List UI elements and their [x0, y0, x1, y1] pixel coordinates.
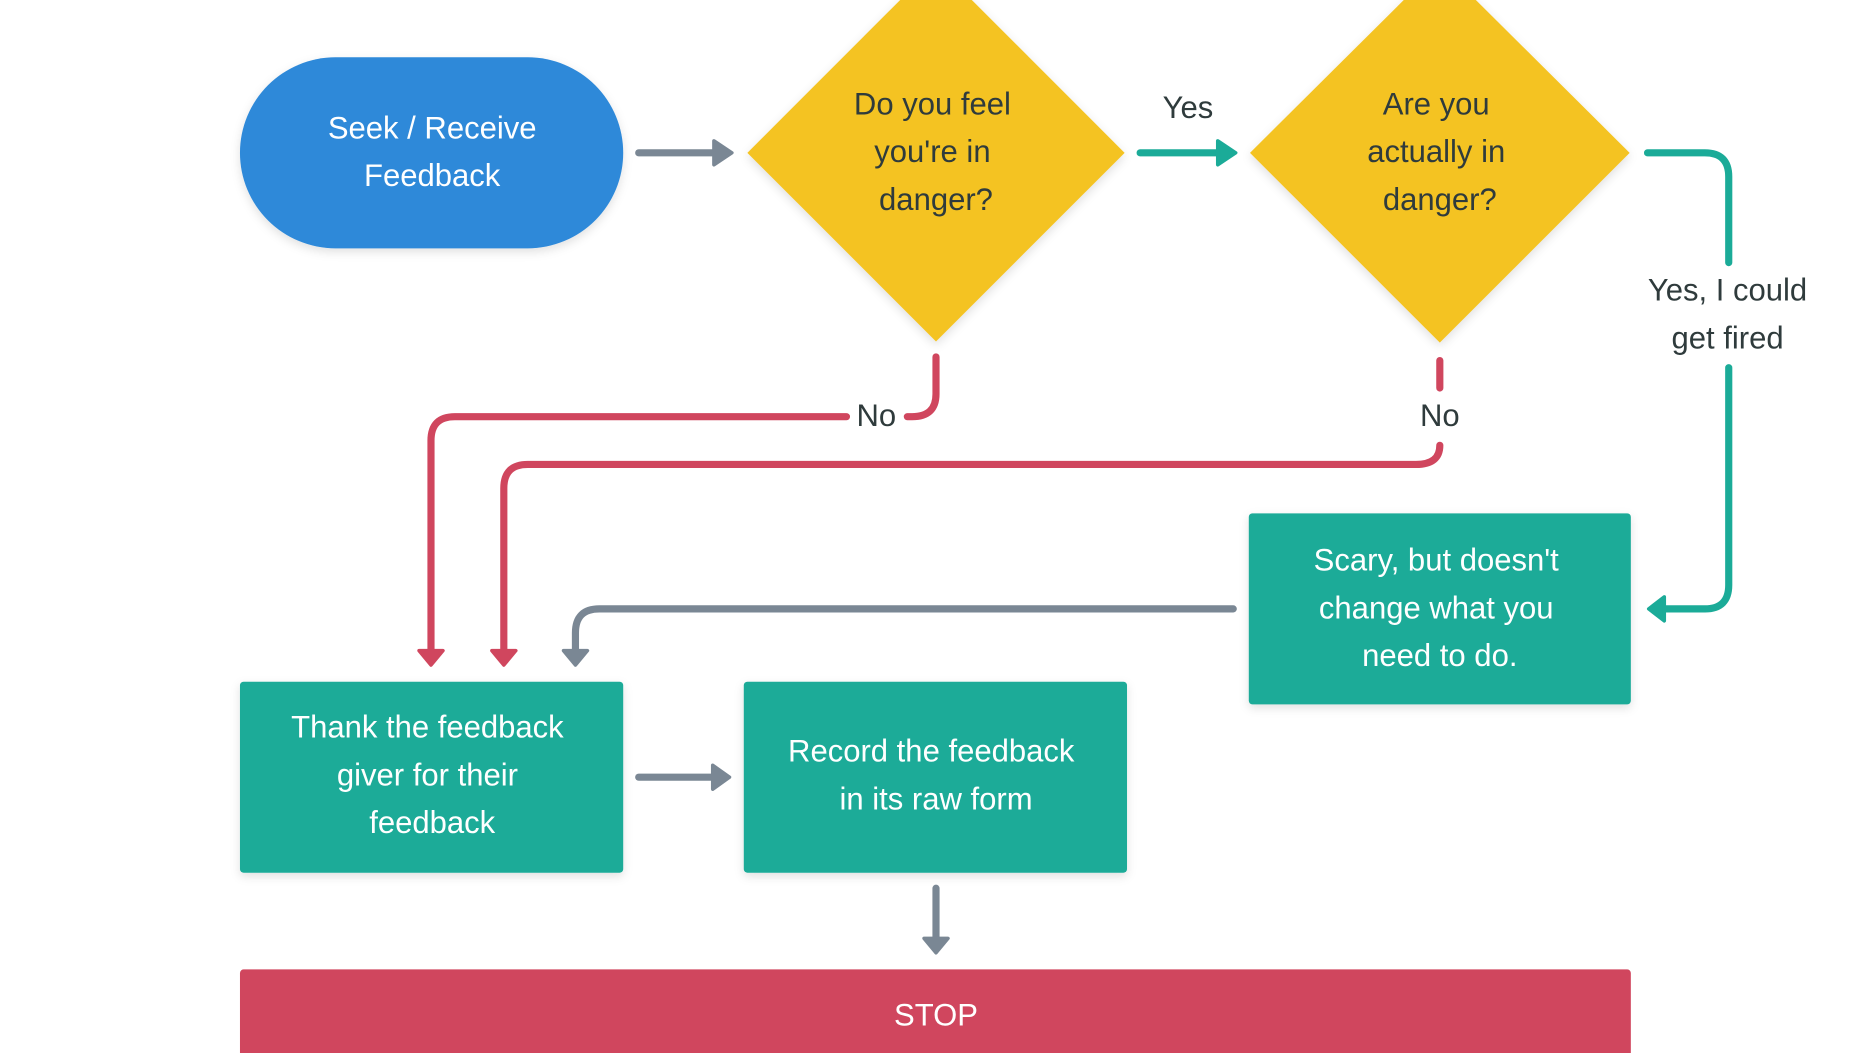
- arrow-record-to-stop: [922, 884, 950, 955]
- decision2-line2: actually in: [1367, 134, 1505, 169]
- record-line1: Record the feedback: [788, 734, 1075, 769]
- decision2-line1: Are you: [1383, 86, 1490, 121]
- yes-label: Yes: [1163, 90, 1214, 125]
- stop-node[interactable]: STOP: [239, 969, 1631, 1053]
- start-node[interactable]: Seek / Receive Feedback: [239, 57, 624, 249]
- arrow-thank-to-record: [635, 763, 732, 791]
- scary-line3: need to do.: [1362, 638, 1517, 673]
- fired-label-line1: Yes, I could: [1648, 273, 1807, 308]
- decision1-line3: danger?: [879, 182, 993, 217]
- decision-feel-danger[interactable]: Do you feel you're in danger?: [747, 0, 1125, 342]
- thank-line2: giver for their: [337, 757, 518, 792]
- start-label-line2: Feedback: [364, 158, 501, 193]
- arrow-no-actual: No: [490, 356, 1460, 667]
- scary-line1: Scary, but doesn't: [1314, 543, 1559, 578]
- arrow-yes-fired: Yes, I could get fired: [1643, 149, 1807, 623]
- decision-actually-danger[interactable]: Are you actually in danger?: [1249, 0, 1630, 343]
- thank-line1: Thank the feedback: [291, 710, 564, 745]
- start-label-line1: Seek / Receive: [328, 110, 537, 145]
- record-line2: in its raw form: [839, 781, 1032, 816]
- arrow-start-to-decision1: [635, 139, 734, 167]
- scary-line2: change what you: [1319, 590, 1554, 625]
- thank-node[interactable]: Thank the feedback giver for their feedb…: [239, 681, 624, 873]
- decision2-line3: danger?: [1383, 182, 1497, 217]
- arrow-scary-to-thank: [561, 605, 1237, 667]
- fired-label-line2: get fired: [1671, 320, 1783, 355]
- stop-label: STOP: [894, 997, 978, 1032]
- thank-line3: feedback: [369, 805, 495, 840]
- no-label-2: No: [1420, 398, 1460, 433]
- decision1-line2: you're in: [874, 134, 990, 169]
- arrow-no-feel: No: [417, 353, 940, 667]
- decision1-line1: Do you feel: [854, 86, 1011, 121]
- no-label-1: No: [856, 398, 896, 433]
- record-node[interactable]: Record the feedback in its raw form: [743, 681, 1128, 873]
- scary-node[interactable]: Scary, but doesn't change what you need …: [1248, 513, 1631, 705]
- arrow-yes: Yes: [1136, 90, 1238, 167]
